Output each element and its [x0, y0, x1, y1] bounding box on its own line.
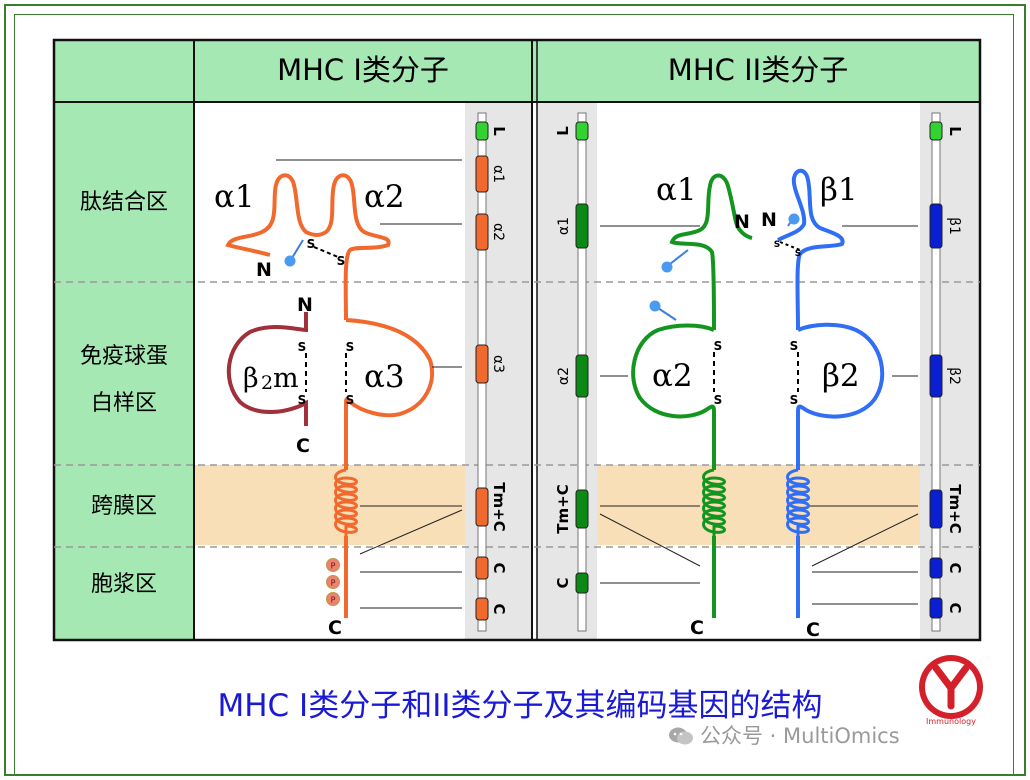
mhc2a-exon-l — [576, 122, 588, 140]
svg-text:m: m — [273, 363, 299, 394]
svg-text:P: P — [331, 562, 336, 571]
mhc2-alpha-c-terminus: C — [690, 617, 704, 639]
table-backgrounds — [54, 40, 980, 640]
svg-text:Tm+C: Tm+C — [490, 482, 508, 531]
svg-text:C: C — [946, 602, 964, 613]
mhc1-phosphates: P P P — [327, 559, 340, 606]
watermark-text: 公众号 · MultiOmics — [700, 724, 900, 748]
mhc2b-exon-beta1 — [930, 204, 942, 248]
mhc1-exon-tm-c — [476, 488, 488, 526]
region-cytoplasmic: 胞浆区 — [91, 572, 157, 597]
svg-text:α1: α1 — [490, 165, 506, 183]
svg-text:C: C — [946, 562, 964, 573]
svg-text:α2: α2 — [490, 223, 506, 241]
svg-text:β1: β1 — [946, 217, 962, 235]
svg-text:S: S — [337, 254, 346, 268]
mhc1-alpha1-label: α1 — [214, 179, 255, 215]
label-column-bg — [54, 102, 194, 640]
mhc1-alpha3-label: α3 — [364, 359, 405, 395]
logo-text: Immunology — [926, 717, 976, 726]
region-peptide-binding: 肽结合区 — [80, 190, 168, 215]
svg-text:α3: α3 — [490, 355, 506, 373]
svg-text:2: 2 — [261, 372, 273, 394]
mhc2b-exon-c1 — [930, 558, 942, 578]
mhc1-exon-c2 — [476, 598, 488, 620]
svg-text:α1: α1 — [556, 217, 572, 235]
svg-text:L: L — [554, 126, 572, 136]
svg-text:Tm+C: Tm+C — [554, 484, 572, 533]
watermark: 公众号 · MultiOmics — [668, 720, 900, 750]
mhc1-alpha2-label: α2 — [364, 179, 405, 215]
svg-text:β: β — [243, 363, 259, 394]
mhc2-alpha1-label: α1 — [656, 172, 697, 208]
region-ig-like-line2: 白样区 — [91, 391, 157, 416]
wechat-icon — [668, 726, 694, 746]
mhc2a-exon-alpha1 — [576, 204, 588, 248]
mhc1-alpha-c-terminus: C — [328, 617, 342, 639]
svg-text:P: P — [331, 579, 336, 588]
mhc1-exon-alpha1 — [476, 156, 488, 192]
svg-text:S: S — [795, 249, 801, 259]
glycan-icon — [662, 262, 673, 273]
mhc2-alpha-n-terminus: N — [734, 211, 750, 233]
b2m-c-terminus: C — [296, 435, 310, 457]
mhc1-exon-l — [476, 122, 488, 140]
membrane-band-mhc1 — [194, 465, 470, 545]
svg-text:S: S — [790, 393, 799, 407]
mhc2b-exon-c2 — [930, 598, 942, 618]
svg-text:P: P — [331, 596, 336, 605]
mhc1-exon-alpha2 — [476, 214, 488, 250]
membrane-band-mhc2 — [596, 465, 920, 545]
figure-caption: MHC I类分子和II类分子及其编码基因的结构 — [150, 680, 890, 725]
mhc2a-exon-alpha2 — [576, 355, 588, 397]
glycan-icon — [650, 301, 661, 312]
svg-text:S: S — [774, 240, 780, 250]
svg-text:C: C — [490, 562, 508, 573]
mhc2-beta1-label: β1 — [820, 172, 858, 208]
glycan-icon — [789, 214, 800, 225]
mhc2b-exon-tm-c — [930, 490, 942, 528]
immunology-logo: Immunology — [919, 655, 983, 726]
svg-text:S: S — [714, 339, 723, 353]
mhc2-alpha2-label: α2 — [652, 358, 693, 394]
mhc2b-exon-beta2 — [930, 355, 942, 397]
svg-text:α2: α2 — [556, 367, 572, 385]
svg-text:S: S — [790, 339, 799, 353]
mhc1-alpha-n-terminus: N — [256, 259, 272, 281]
svg-text:C: C — [554, 577, 572, 588]
mhc2a-exon-c — [576, 573, 588, 593]
mhc1-title: MHC I类分子 — [277, 53, 449, 87]
svg-text:S: S — [714, 393, 723, 407]
mhc2-title: MHC II类分子 — [668, 53, 848, 87]
mhc2-beta-n-terminus: N — [761, 209, 777, 231]
mhc2a-exon-tm-c — [576, 490, 588, 528]
svg-text:Tm+C: Tm+C — [946, 484, 964, 533]
mhc1-exon-alpha3 — [476, 345, 488, 383]
svg-text:S: S — [307, 237, 316, 251]
mhc2-beta2-label: β2 — [822, 358, 860, 394]
svg-text:L: L — [490, 126, 508, 136]
svg-text:S: S — [346, 393, 355, 407]
svg-text:S: S — [346, 340, 355, 354]
region-ig-like-line1: 免疫球蛋 — [80, 344, 168, 369]
mhc2b-exon-l — [930, 122, 942, 140]
region-transmembrane: 跨膜区 — [91, 494, 157, 519]
svg-text:C: C — [490, 603, 508, 614]
svg-text:S: S — [298, 393, 307, 407]
mhc1-exon-c1 — [476, 557, 488, 579]
svg-text:β2: β2 — [946, 367, 962, 385]
mhc2-beta-c-terminus: C — [806, 619, 820, 641]
svg-text:S: S — [298, 340, 307, 354]
glycan-icon — [285, 256, 296, 267]
b2m-n-terminus: N — [297, 294, 313, 316]
svg-text:L: L — [946, 126, 964, 136]
